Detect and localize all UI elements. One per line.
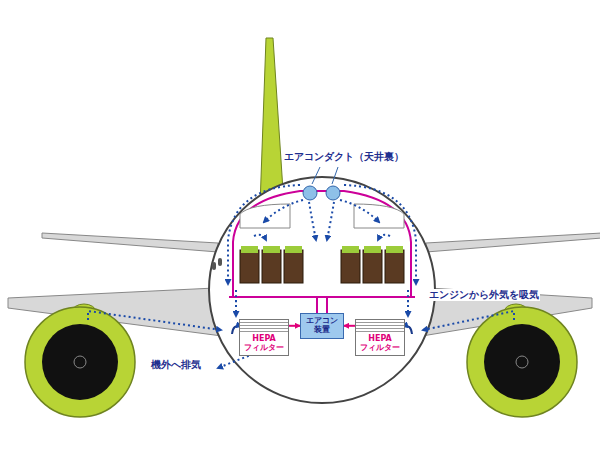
box-text: HEPA フィルター: [359, 335, 401, 353]
intake-airflow: [423, 311, 514, 330]
headrest: [285, 246, 302, 253]
hepa-filter: HEPA フィルター: [355, 319, 405, 356]
airflow: [264, 200, 303, 222]
box-text: HEPA フィルター: [243, 335, 285, 353]
duct-label: エアコンダクト（天井裏）: [283, 151, 405, 163]
leader-line: [312, 167, 338, 184]
right-overhead-bin: [354, 204, 404, 228]
headrest: [364, 246, 381, 253]
airflow: [254, 235, 266, 240]
airflow: [327, 202, 334, 240]
right-engine-spinner: [516, 356, 528, 368]
seats: [240, 246, 404, 283]
flow-arrow: [344, 325, 355, 327]
seat: [341, 250, 360, 283]
intake-label: エンジンから外気を吸気: [428, 289, 540, 301]
box-text: エアコン 装置: [304, 317, 340, 335]
airflow: [235, 290, 237, 316]
right-engine-intake: [484, 324, 560, 400]
headrest: [386, 246, 403, 253]
air-conditioner: エアコン 装置: [300, 313, 344, 339]
seat: [262, 250, 281, 283]
seat: [363, 250, 382, 283]
airflow: [309, 202, 316, 240]
left-engine-spinner: [74, 356, 86, 368]
airflow: [407, 290, 409, 316]
windows: [212, 258, 222, 270]
fuselage: [209, 177, 435, 403]
right-stabilizer: [426, 233, 600, 252]
headrest: [342, 246, 359, 253]
headrest: [263, 246, 280, 253]
airflow: [378, 235, 390, 240]
air-duct: [303, 186, 317, 200]
riser-duct: [317, 297, 327, 313]
intake-airflow: [88, 311, 221, 330]
air-duct: [326, 186, 340, 200]
exhaust-label: 機外へ排気: [150, 359, 202, 371]
left-stabilizer: [42, 233, 218, 252]
left-engine: [25, 307, 135, 417]
window: [212, 262, 216, 270]
left-seats: [240, 246, 303, 283]
hepa-filter: HEPA フィルター: [239, 319, 289, 356]
airflow: [344, 185, 416, 284]
cabin-wall-duct: [233, 191, 411, 297]
left-engine-intake: [42, 324, 118, 400]
seat: [284, 250, 303, 283]
flow-arrow: [289, 325, 300, 327]
airflow: [340, 200, 379, 222]
window: [218, 258, 222, 266]
right-engine: [467, 307, 577, 417]
seat: [240, 250, 259, 283]
airflow: [228, 185, 300, 284]
headrest: [241, 246, 258, 253]
right-seats: [341, 246, 404, 283]
seat: [385, 250, 404, 283]
airflow-arrows: [88, 185, 514, 368]
cabin-floor: [229, 296, 415, 298]
tail-fin: [260, 38, 284, 206]
